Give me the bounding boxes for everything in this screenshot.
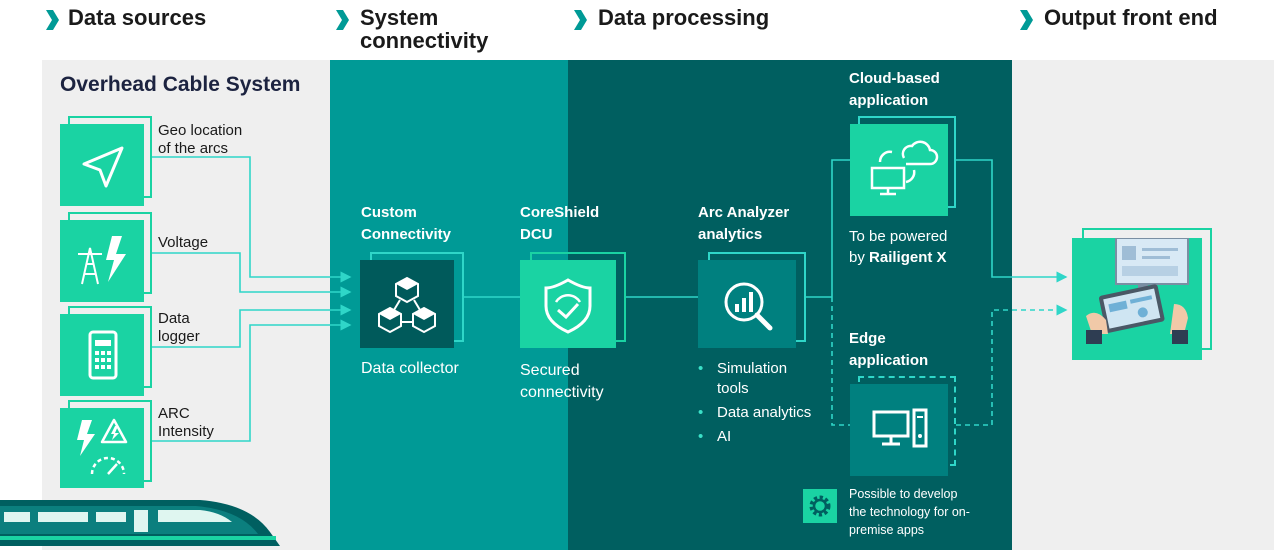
data-collector-caption: Data collector xyxy=(361,360,459,377)
data-logger-device-icon xyxy=(88,330,118,380)
custom-connectivity-title: Custom Connectivity xyxy=(361,204,452,243)
source-label-voltage: Voltage xyxy=(158,234,209,251)
bullet-simulation-tools: Simulation tools xyxy=(698,359,828,399)
tablet-dashboard-icon xyxy=(1086,237,1189,344)
source-tile-arc xyxy=(60,408,144,488)
header-output-front-end: Output front end xyxy=(1044,5,1218,30)
source-tile-logger xyxy=(60,314,144,396)
railigent-brand: Railigent X xyxy=(869,249,947,266)
overhead-cable-title: Overhead Cable System xyxy=(60,73,301,96)
lightning-warning-gauge-icon xyxy=(77,418,128,475)
arc-analyzer-title: Arc Analyzer analytics xyxy=(698,204,790,243)
cloud-app-title: Cloud-based application xyxy=(849,70,940,109)
edge-app-title: Edge application xyxy=(849,330,929,369)
network-cubes-icon xyxy=(378,276,436,334)
powered-by-prefix: To be powered by xyxy=(849,228,948,266)
output-tile xyxy=(1072,237,1202,360)
gear-icon xyxy=(809,495,831,517)
chevron-right-icon xyxy=(1020,10,1033,30)
magnifier-chart-icon xyxy=(724,282,773,331)
header-system-connectivity: System connectivity xyxy=(360,5,489,53)
arc-analyzer-bullets: Simulation tools Data analytics AI xyxy=(698,359,828,451)
source-label-arc: ARC Intensity xyxy=(158,405,214,440)
coreshield-tile xyxy=(520,260,616,348)
chevron-right-icon xyxy=(46,10,59,30)
chevron-right-icon xyxy=(574,10,587,30)
arc-analyzer-tile xyxy=(698,260,796,348)
source-label-geo: Geo location of the arcs xyxy=(158,122,243,157)
cloud-app-powered-by: To be powered by Railigent X xyxy=(849,226,947,268)
source-tile-geo xyxy=(60,124,144,206)
data-collector-tile xyxy=(360,260,454,348)
bullet-ai: AI xyxy=(698,427,828,447)
cloud-app-tile xyxy=(850,124,948,216)
bullet-data-analytics: Data analytics xyxy=(698,403,828,423)
train-illustration xyxy=(0,500,280,546)
cloud-sync-monitor-icon xyxy=(870,140,939,196)
chevron-right-icon xyxy=(336,10,349,30)
header-data-processing: Data processing xyxy=(598,5,770,30)
coreshield-title: CoreShield DCU xyxy=(520,204,600,243)
source-tile-voltage xyxy=(60,220,144,302)
desktop-computer-icon xyxy=(872,408,928,448)
gear-icon-box xyxy=(803,489,837,523)
source-label-logger: Data logger xyxy=(158,310,200,345)
edge-app-note: Possible to develop the technology for o… xyxy=(849,487,970,537)
secured-connectivity-caption: Secured connectivity xyxy=(520,362,604,401)
navigation-arrow-icon xyxy=(82,146,124,188)
edge-app-tile xyxy=(850,384,948,476)
header-data-sources: Data sources xyxy=(68,5,207,30)
shield-check-icon xyxy=(544,278,592,334)
power-tower-lightning-icon xyxy=(78,236,126,285)
